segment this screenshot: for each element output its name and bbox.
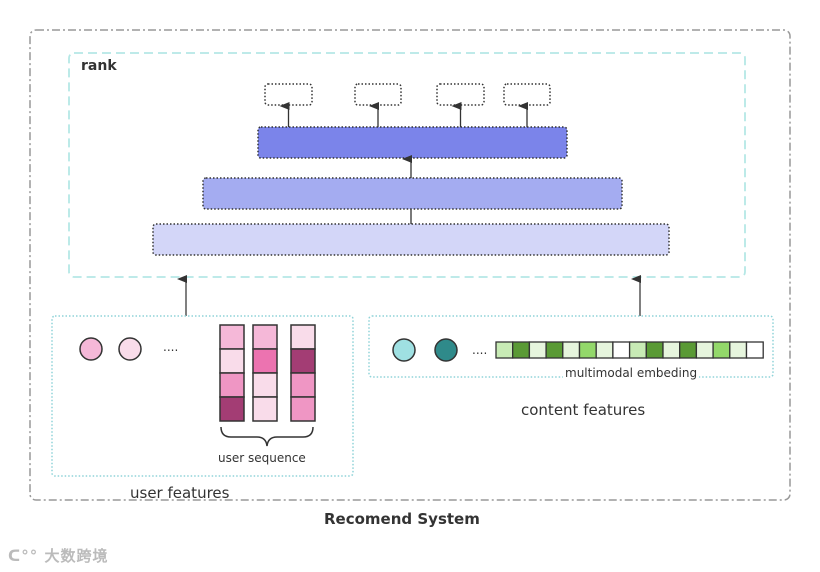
user-sequence-label: user sequence <box>218 451 306 465</box>
system-boundary <box>29 29 791 501</box>
output-box <box>503 83 551 106</box>
embedding-cell <box>545 341 564 359</box>
content-feature-circle <box>392 338 416 362</box>
user-sequence-cell <box>252 324 278 350</box>
embedding-cell <box>612 341 631 359</box>
embedding-cell <box>562 341 581 359</box>
user-sequence-cell <box>252 348 278 374</box>
embedding-cell <box>495 341 514 359</box>
rank-label: rank <box>81 58 117 74</box>
user-features-label: user features <box>130 484 230 502</box>
embedding-cell <box>712 341 731 359</box>
embedding-cell <box>662 341 681 359</box>
content-feature-circle <box>434 338 458 362</box>
watermark-logo-icon: ᑕ°° <box>8 547 39 565</box>
user-features-box <box>51 315 354 477</box>
embedding-cell <box>729 341 748 359</box>
user-sequence-cell <box>290 396 316 422</box>
embedding-cell <box>679 341 698 359</box>
multimodal-embedding-label: multimodal embeding <box>563 366 700 380</box>
user-sequence-cell <box>252 372 278 398</box>
user-sequence-cell <box>290 372 316 398</box>
embedding-cell <box>595 341 614 359</box>
output-box <box>354 83 402 106</box>
watermark: ᑕ°° 大数跨境 <box>8 545 108 566</box>
embedding-cell <box>628 341 647 359</box>
user-ellipsis: .... <box>163 340 178 354</box>
embedding-cell <box>528 341 547 359</box>
rank-layer-bottom <box>152 223 670 256</box>
user-sequence-cell <box>219 396 245 422</box>
embedding-cell <box>745 341 764 359</box>
rank-layer-top <box>257 126 568 159</box>
embedding-cell <box>512 341 531 359</box>
embedding-cell <box>695 341 714 359</box>
embedding-cell <box>645 341 664 359</box>
watermark-text: 大数跨境 <box>44 547 109 565</box>
user-sequence-cell <box>290 324 316 350</box>
content-features-label: content features <box>521 401 646 419</box>
user-sequence-cell <box>252 396 278 422</box>
user-feature-circle <box>79 337 103 361</box>
user-sequence-cell <box>219 348 245 374</box>
user-sequence-cell <box>290 348 316 374</box>
user-sequence-cell <box>219 372 245 398</box>
user-feature-circle <box>118 337 142 361</box>
system-title: Recomend System <box>324 510 480 528</box>
output-box <box>264 83 313 106</box>
content-ellipsis: .... <box>472 343 487 357</box>
rank-layer-middle <box>202 177 623 210</box>
output-box <box>436 83 485 106</box>
user-sequence-brace <box>220 426 314 447</box>
user-sequence-cell <box>219 324 245 350</box>
embedding-cell <box>578 341 597 359</box>
